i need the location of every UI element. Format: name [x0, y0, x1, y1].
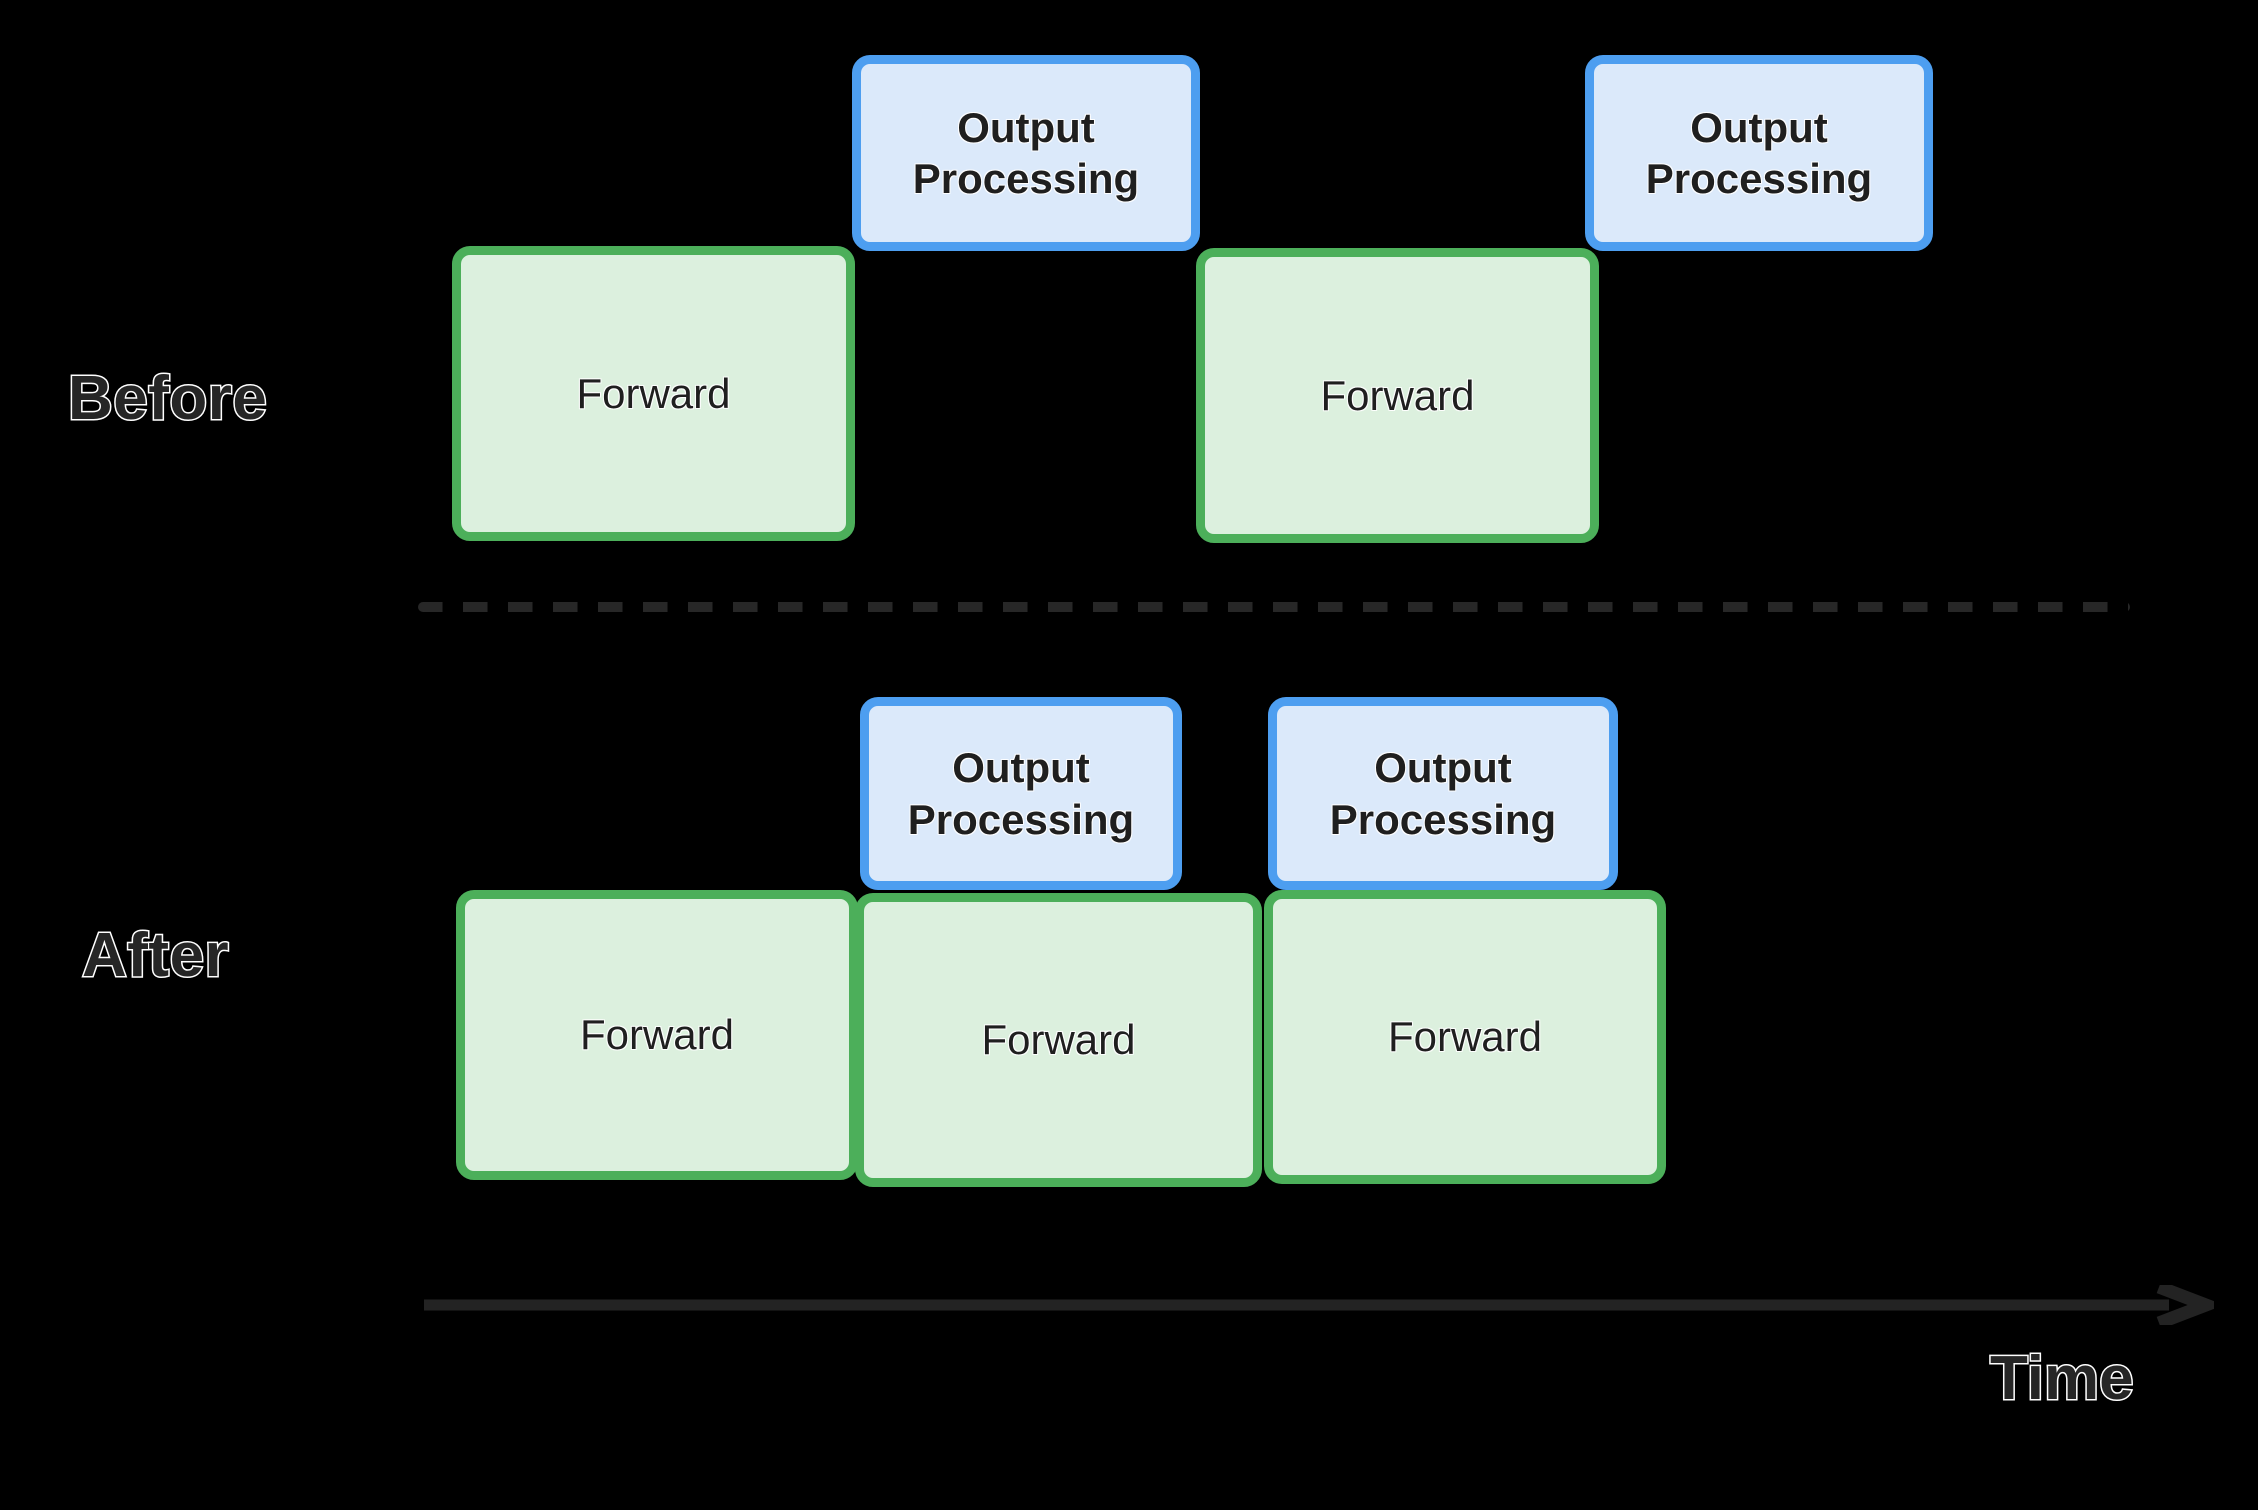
- after-forward-1: Forward: [456, 890, 858, 1180]
- before-output-processing-2: Output Processing: [1585, 55, 1933, 251]
- time-axis-label: Time: [1989, 1344, 2136, 1413]
- before-forward-1: Forward: [452, 246, 855, 541]
- before-forward-2-label: Forward: [1320, 371, 1475, 419]
- after-forward-2-label: Forward: [981, 1016, 1136, 1064]
- before-output-processing-1: Output Processing: [852, 55, 1200, 251]
- before-forward-2: Forward: [1196, 248, 1599, 543]
- before-output-processing-1-label: Output Processing: [912, 103, 1140, 202]
- after-forward-3: Forward: [1264, 890, 1666, 1184]
- after-output-processing-2: Output Processing: [1268, 697, 1618, 890]
- time-axis-arrow: [424, 1285, 2214, 1325]
- after-output-processing-1-label: Output Processing: [907, 744, 1135, 843]
- after-output-processing-1: Output Processing: [860, 697, 1182, 890]
- before-forward-1-label: Forward: [576, 369, 731, 417]
- row-label-after: After: [80, 921, 230, 990]
- after-forward-3-label: Forward: [1387, 1013, 1543, 1061]
- after-output-processing-2-label: Output Processing: [1329, 744, 1557, 843]
- row-label-before: Before: [66, 364, 268, 433]
- before-output-processing-2-label: Output Processing: [1645, 103, 1873, 202]
- after-forward-1-label: Forward: [579, 1011, 735, 1059]
- section-divider: [418, 602, 2130, 612]
- after-forward-2: Forward: [855, 893, 1262, 1187]
- time-axis-arrowhead: [2156, 1285, 2214, 1325]
